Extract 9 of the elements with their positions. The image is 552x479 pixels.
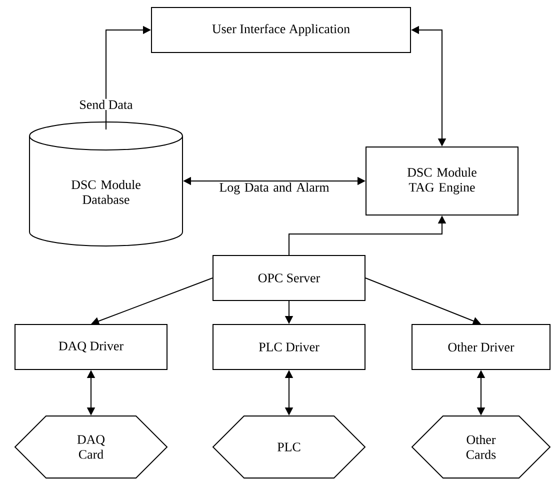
edge-label: Log Data and Alarm xyxy=(220,182,330,194)
process-box: DSC Module TAG Engine xyxy=(366,146,518,216)
database-cylinder: DSC Module Database xyxy=(29,121,183,246)
process-box: User Interface Application xyxy=(151,7,411,53)
process-box: PLC Driver xyxy=(212,324,366,370)
process-box: OPC Server xyxy=(212,254,366,301)
edge-label: Send Data xyxy=(78,98,134,110)
process-box: Other Driver xyxy=(412,324,550,370)
process-box: DAQ Driver xyxy=(14,324,168,370)
